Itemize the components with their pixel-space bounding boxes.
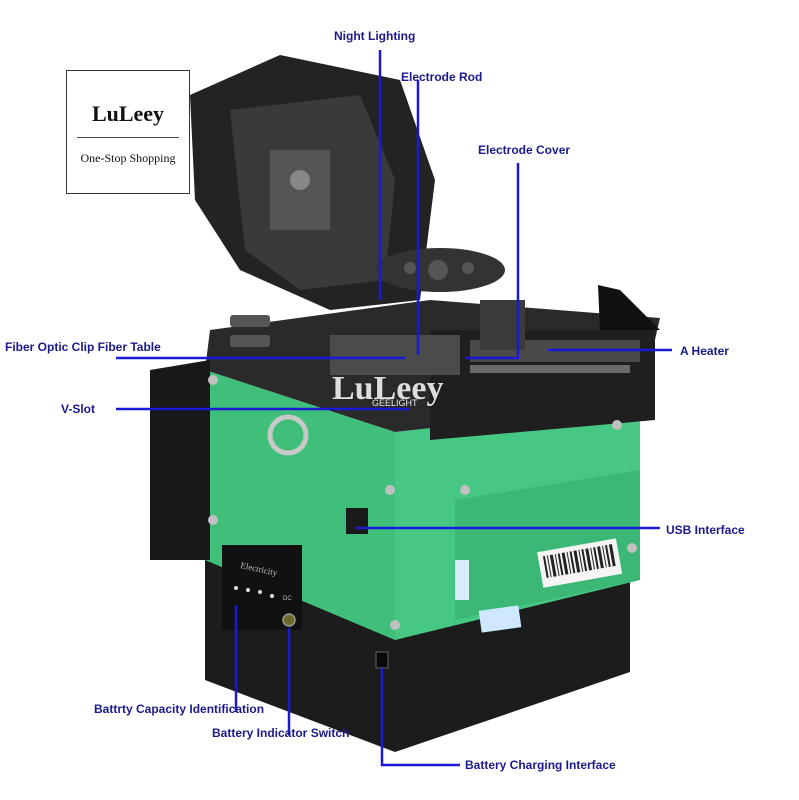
label-battery-charging: Battery Charging Interface — [465, 758, 616, 772]
label-heater: A Heater — [680, 344, 729, 358]
dc-port-label: DC — [283, 596, 292, 602]
watermark-sub: GEELIGHT — [372, 398, 418, 408]
side-stand — [150, 360, 210, 560]
label-battery-capacity: Battrty Capacity Identification — [94, 702, 265, 716]
battery-led-3 — [258, 590, 262, 594]
charging-port — [375, 651, 389, 669]
label-electrode-rod: Electrode Rod — [401, 70, 483, 84]
battery-indicator-switch[interactable] — [282, 613, 296, 627]
latch-ring — [267, 414, 309, 456]
label-electrode-cover: Electrode Cover — [478, 143, 571, 157]
brand-tagline: One-Stop Shopping — [80, 151, 176, 165]
barcode-sticker — [537, 538, 623, 588]
battery-led-2 — [246, 588, 250, 592]
label-battery-switch: Battery Indicator Switch — [212, 726, 350, 740]
callout-lines — [116, 50, 672, 767]
label-fiber-clip: Fiber Optic Clip Fiber Table — [5, 340, 161, 354]
battery-led-4 — [270, 594, 274, 598]
battery-led-1 — [234, 586, 238, 590]
label-v-slot: V-Slot — [61, 402, 96, 416]
line-electrode-cover — [465, 163, 520, 360]
label-usb: USB Interface — [666, 523, 745, 537]
brand-divider — [77, 137, 179, 138]
usb-port — [346, 508, 368, 534]
brand-logo-box: LuLeey One-Stop Shopping — [66, 70, 190, 194]
brand-name: LuLeey — [91, 101, 165, 126]
v-slot — [330, 335, 460, 375]
watermark: LuLeey — [332, 370, 444, 407]
line-battery-charging — [380, 668, 460, 767]
label-night-lighting: Night Lighting — [334, 29, 416, 43]
